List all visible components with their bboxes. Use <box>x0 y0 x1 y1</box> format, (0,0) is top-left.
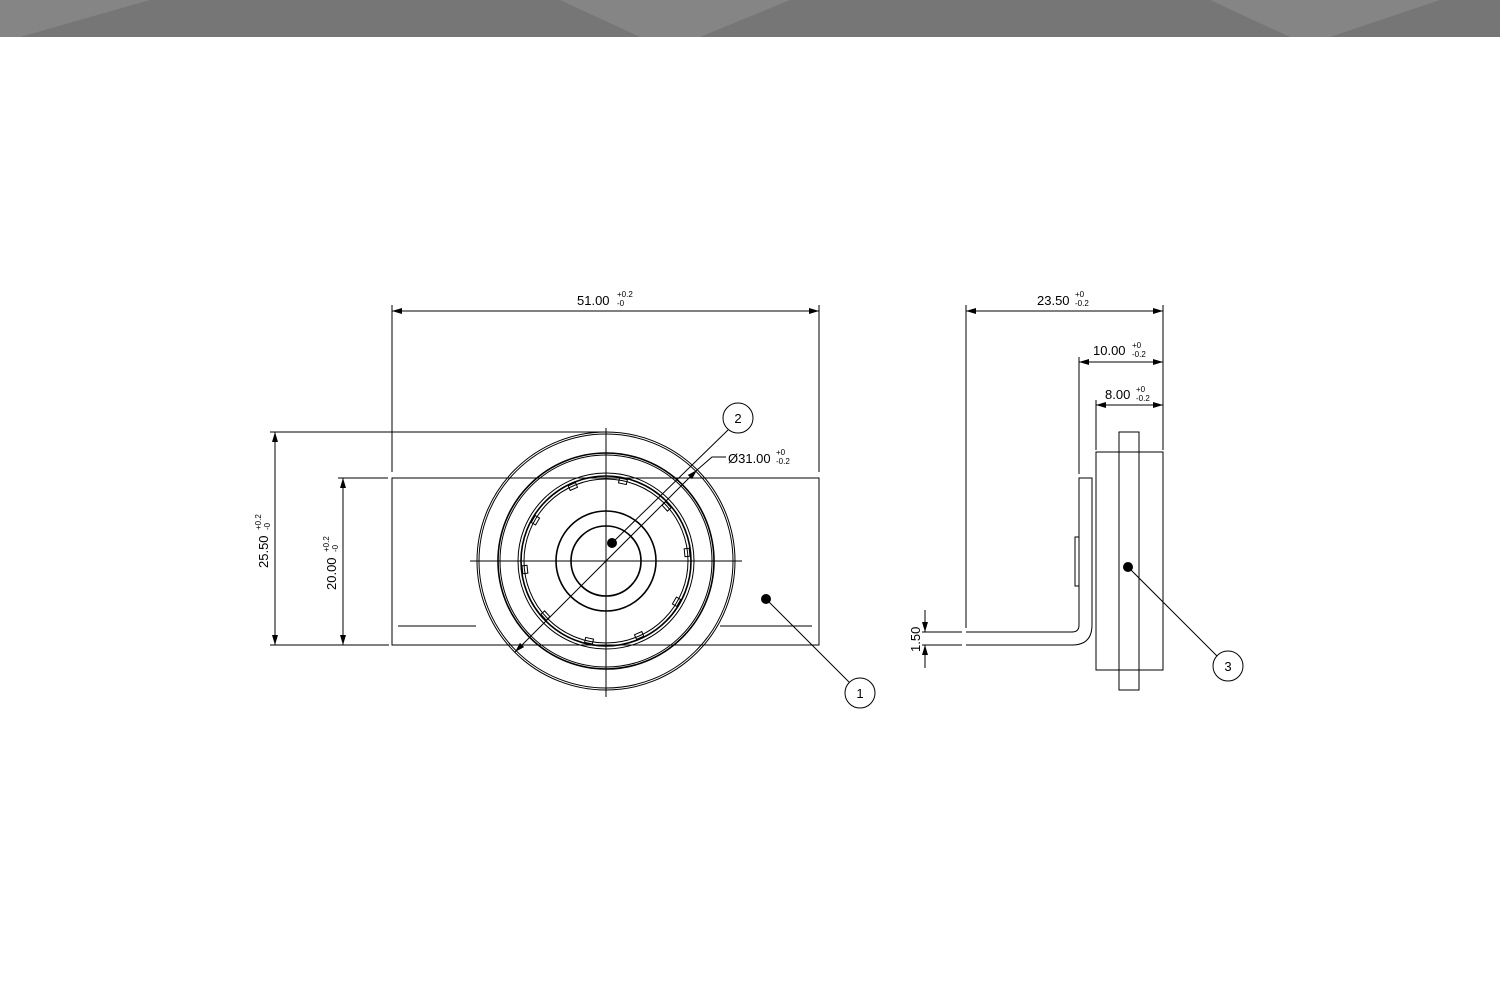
balloon-1: 1 <box>761 594 876 709</box>
svg-text:-0.2: -0.2 <box>1075 299 1089 308</box>
svg-text:+0.2: +0.2 <box>617 290 633 299</box>
svg-text:-0: -0 <box>331 544 340 552</box>
dimension-8: 8.00 +0 -0.2 <box>1095 385 1163 450</box>
svg-text:-0: -0 <box>263 522 272 530</box>
balloon-2: 1 2 <box>607 402 754 548</box>
svg-text:+0.2: +0.2 <box>254 514 263 530</box>
bracket-profile <box>966 477 1093 646</box>
svg-text:-0.2: -0.2 <box>1136 394 1150 403</box>
svg-text:1.50: 1.50 <box>908 627 923 652</box>
balloon-3: 3 <box>1123 562 1244 682</box>
svg-text:1: 1 <box>856 686 863 701</box>
svg-text:3: 3 <box>1224 659 1231 674</box>
dimension-diameter: Ø31.00 +0 -0.2 <box>514 448 790 653</box>
svg-text:+0: +0 <box>1075 290 1085 299</box>
dimension-width: 51.00 +0.2 -0 <box>391 290 820 472</box>
svg-text:10.00: 10.00 <box>1093 343 1126 358</box>
dimension-10: 10.00 +0 -0.2 <box>1078 341 1163 474</box>
svg-text:+0.2: +0.2 <box>322 536 331 552</box>
header-bar <box>0 0 1500 37</box>
svg-text:+0: +0 <box>1136 385 1146 394</box>
header-pattern <box>0 0 1440 37</box>
svg-text:+0: +0 <box>1132 341 1142 350</box>
svg-text:23.50: 23.50 <box>1037 293 1070 308</box>
dim-value: 51.00 <box>577 293 610 308</box>
housing <box>1095 451 1164 671</box>
svg-text:+0: +0 <box>776 448 786 457</box>
flange <box>1118 431 1140 691</box>
svg-text:25.50: 25.50 <box>256 535 271 568</box>
svg-text:-0: -0 <box>617 299 625 308</box>
svg-text:Ø31.00: Ø31.00 <box>728 451 771 466</box>
dimension-height-inner: 20.00 +0.2 -0 <box>322 477 388 645</box>
side-view <box>966 431 1164 691</box>
svg-text:2: 2 <box>734 411 741 426</box>
front-view <box>391 428 820 697</box>
dimension-thickness: 1.50 <box>908 610 962 668</box>
dimension-total-depth: 23.50 +0 -0.2 <box>965 290 1164 628</box>
svg-text:-0.2: -0.2 <box>1132 350 1146 359</box>
svg-text:8.00: 8.00 <box>1105 387 1130 402</box>
svg-text:20.00: 20.00 <box>324 557 339 590</box>
dimension-height-outer: 25.50 +0.2 -0 <box>254 431 606 646</box>
svg-text:-0.2: -0.2 <box>776 457 790 466</box>
